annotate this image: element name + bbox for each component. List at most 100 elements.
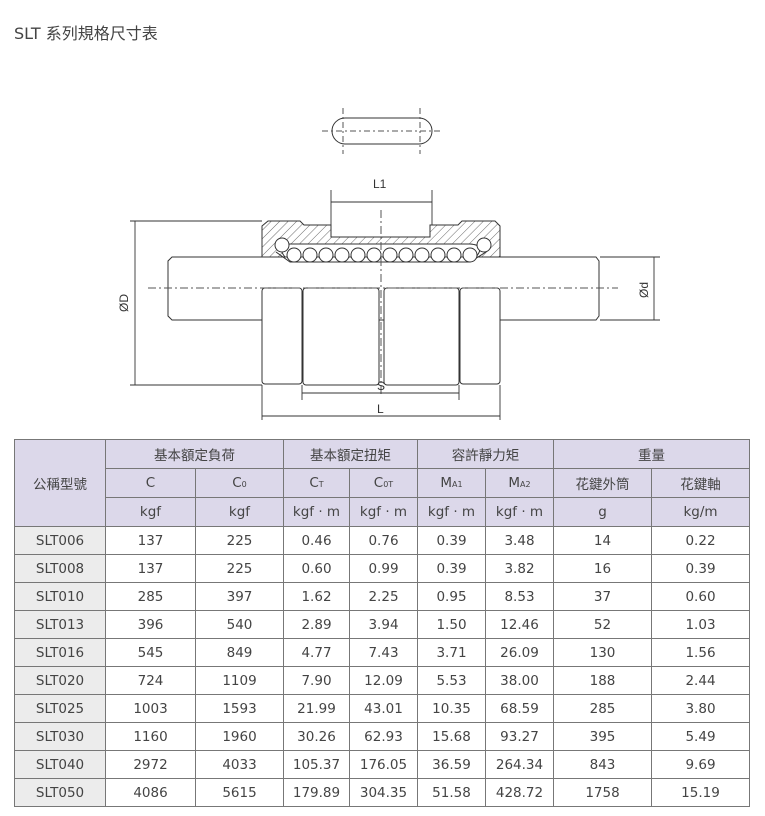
- value-cell: 1758: [553, 778, 652, 807]
- nut-body: [261, 287, 501, 386]
- value-cell: 43.01: [349, 694, 418, 723]
- label-L: L: [377, 402, 384, 416]
- symbol-main: C: [373, 475, 384, 491]
- unit-header: kgf · m: [283, 497, 350, 527]
- value-cell: 12.09: [349, 666, 418, 695]
- value-cell: 36.59: [417, 750, 486, 779]
- symbol-header: CT: [283, 468, 350, 498]
- value-cell: 5.53: [417, 666, 486, 695]
- label-d: Ød: [637, 282, 651, 298]
- symbol-sub: A2: [520, 480, 531, 489]
- spline-drawing: L1 S L ØD Ød: [117, 108, 660, 420]
- value-cell: 285: [105, 582, 196, 611]
- value-cell: 26.09: [485, 638, 554, 667]
- value-cell: 843: [553, 750, 652, 779]
- value-cell: 93.27: [485, 722, 554, 751]
- model-cell: SLT025: [14, 694, 106, 723]
- value-cell: 12.46: [485, 610, 554, 639]
- value-cell: 3.82: [485, 554, 554, 583]
- model-cell: SLT040: [14, 750, 106, 779]
- value-cell: 3.80: [651, 694, 750, 723]
- value-cell: 130: [553, 638, 652, 667]
- symbol-sub: 0T: [383, 480, 394, 489]
- model-cell: SLT020: [14, 666, 106, 695]
- value-cell: 2.89: [283, 610, 350, 639]
- value-cell: 1593: [195, 694, 284, 723]
- value-cell: 225: [195, 526, 284, 555]
- value-cell: 1160: [105, 722, 196, 751]
- group-header: 重量: [553, 439, 750, 469]
- value-cell: 176.05: [349, 750, 418, 779]
- value-cell: 428.72: [485, 778, 554, 807]
- value-cell: 51.58: [417, 778, 486, 807]
- symbol-main: M: [440, 475, 453, 491]
- value-cell: 14: [553, 526, 652, 555]
- symbol-main: 花鍵外筒: [575, 477, 630, 493]
- value-cell: 105.37: [283, 750, 350, 779]
- value-cell: 3.94: [349, 610, 418, 639]
- value-cell: 30.26: [283, 722, 350, 751]
- symbol-sub: 0: [241, 480, 247, 489]
- symbol-main: C: [145, 475, 156, 491]
- value-cell: 304.35: [349, 778, 418, 807]
- symbol-main: 花鍵軸: [680, 477, 721, 493]
- model-cell: SLT013: [14, 610, 106, 639]
- value-cell: 188: [553, 666, 652, 695]
- unit-header: g: [553, 497, 652, 527]
- label-S: S: [377, 379, 385, 393]
- symbol-header: MA2: [485, 468, 554, 498]
- balls: [274, 237, 492, 263]
- value-cell: 1.50: [417, 610, 486, 639]
- symbol-header: 花鍵軸: [651, 468, 750, 498]
- value-cell: 0.76: [349, 526, 418, 555]
- unit-header: kg/m: [651, 497, 750, 527]
- value-cell: 540: [195, 610, 284, 639]
- model-cell: SLT006: [14, 526, 106, 555]
- symbol-header: 花鍵外筒: [553, 468, 652, 498]
- value-cell: 0.39: [651, 554, 750, 583]
- value-cell: 4.77: [283, 638, 350, 667]
- value-cell: 0.60: [651, 582, 750, 611]
- symbol-main: M: [508, 475, 521, 491]
- unit-header: kgf · m: [349, 497, 418, 527]
- value-cell: 2.25: [349, 582, 418, 611]
- value-cell: 0.39: [417, 554, 486, 583]
- value-cell: 137: [105, 554, 196, 583]
- value-cell: 545: [105, 638, 196, 667]
- value-cell: 7.90: [283, 666, 350, 695]
- value-cell: 264.34: [485, 750, 554, 779]
- value-cell: 0.60: [283, 554, 350, 583]
- symbol-header: C: [105, 468, 196, 498]
- value-cell: 0.46: [283, 526, 350, 555]
- symbol-header: C0T: [349, 468, 418, 498]
- model-cell: SLT010: [14, 582, 106, 611]
- model-cell: SLT030: [14, 722, 106, 751]
- value-cell: 7.43: [349, 638, 418, 667]
- value-cell: 4086: [105, 778, 196, 807]
- value-cell: 1.03: [651, 610, 750, 639]
- value-cell: 724: [105, 666, 196, 695]
- group-header: 容許靜力矩: [417, 439, 554, 469]
- value-cell: 1.62: [283, 582, 350, 611]
- group-header: 基本額定負荷: [105, 439, 284, 469]
- value-cell: 10.35: [417, 694, 486, 723]
- value-cell: 52: [553, 610, 652, 639]
- value-cell: 16: [553, 554, 652, 583]
- value-cell: 68.59: [485, 694, 554, 723]
- model-cell: SLT008: [14, 554, 106, 583]
- value-cell: 62.93: [349, 722, 418, 751]
- unit-header: kgf: [105, 497, 196, 527]
- symbol-main: C: [309, 475, 319, 491]
- value-cell: 9.69: [651, 750, 750, 779]
- value-cell: 4033: [195, 750, 284, 779]
- value-cell: 21.99: [283, 694, 350, 723]
- value-cell: 137: [105, 526, 196, 555]
- value-cell: 0.22: [651, 526, 750, 555]
